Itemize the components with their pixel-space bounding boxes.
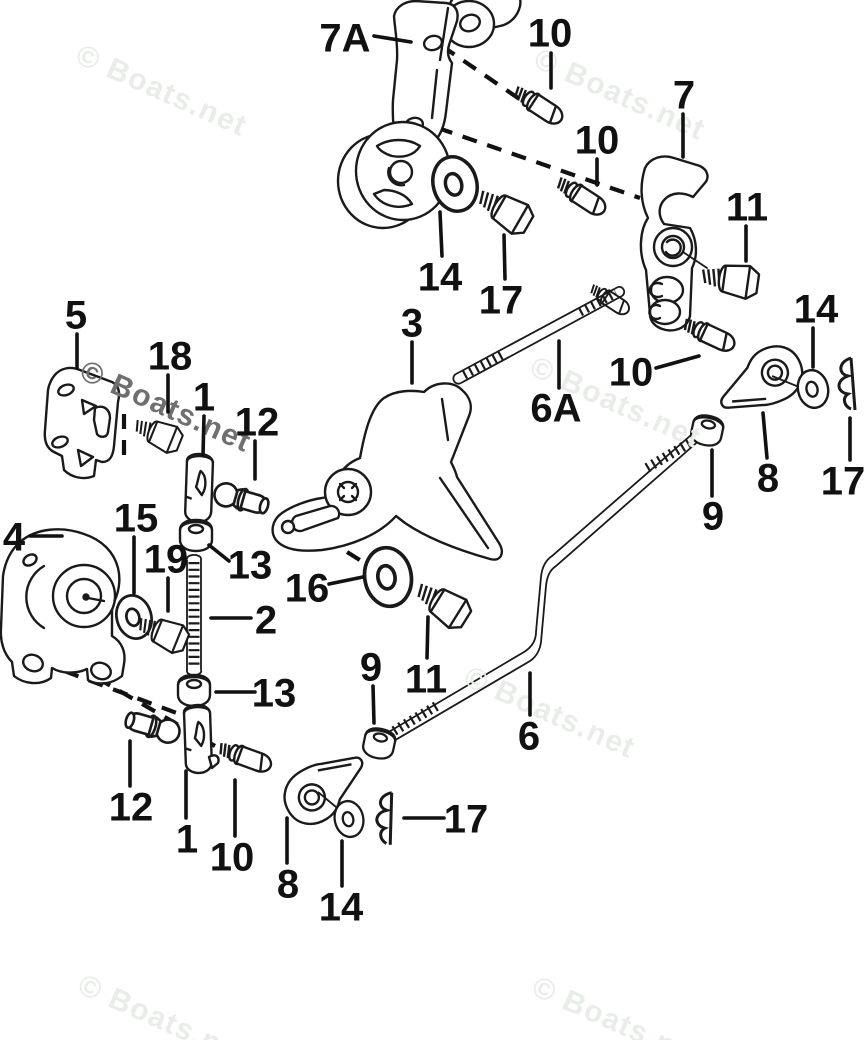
connector-1-top: [183, 452, 215, 524]
washer-16: [358, 542, 418, 612]
rod-2: [185, 553, 203, 677]
watermark-text: © Boats.net: [71, 38, 252, 143]
part-label-8: 8: [277, 862, 299, 906]
watermark-text: © Boats.net: [459, 660, 640, 765]
rod-6a: [452, 285, 626, 385]
part-4-bracket: [0, 528, 126, 685]
part-label-7A: 7A: [319, 16, 370, 60]
part-label-1: 1: [193, 375, 215, 419]
leader-line-14: [438, 210, 444, 258]
leader-line-16: [327, 575, 365, 586]
leader-line-13: [207, 543, 231, 563]
part-7-lever: [639, 155, 709, 332]
rod-6: [369, 428, 703, 753]
part-label-13: 13: [252, 671, 297, 715]
part-label-16: 16: [285, 566, 330, 610]
leader-line-8: [761, 411, 769, 460]
part-label-14: 14: [794, 287, 839, 331]
pin-10-d: [215, 737, 276, 777]
part-label-12: 12: [109, 785, 154, 829]
part-label-9: 9: [702, 494, 724, 538]
part-3-lever: [271, 382, 503, 561]
part-label-13: 13: [228, 543, 273, 587]
part-label-17: 17: [444, 797, 489, 841]
watermark-text: © Boats.net: [73, 968, 254, 1040]
pin-10-a: [509, 81, 568, 130]
part-label-12: 12: [235, 400, 280, 444]
bolt-17-top: [470, 180, 538, 240]
part-label-17: 17: [479, 278, 524, 322]
part-label-6: 6: [518, 714, 540, 758]
part-label-10: 10: [609, 350, 654, 394]
part-7a-linkage: [336, 0, 522, 230]
part-label-19: 19: [144, 537, 189, 581]
part-label-8: 8: [757, 456, 779, 500]
washer-15: [110, 590, 158, 644]
part-label-15: 15: [114, 496, 159, 540]
part-label-18: 18: [148, 334, 193, 378]
bolt-11-right: [698, 258, 762, 302]
ball-pin-12-top: [210, 479, 273, 520]
connector-tab: [207, 754, 220, 770]
part-label-14: 14: [418, 255, 463, 299]
cotter-pin-17-right: [837, 356, 857, 412]
nut-13-lower: [176, 673, 212, 708]
watermark-text: © Boats.net: [527, 970, 708, 1040]
leader-line-7A: [372, 34, 413, 44]
part-label-6A: 6A: [530, 386, 581, 430]
leader-line-9: [371, 684, 376, 725]
part-label-17: 17: [821, 459, 864, 503]
leader-line-10: [654, 354, 701, 370]
connector-1-bottom: [182, 703, 214, 775]
part-5-bracket: [43, 366, 121, 480]
part-label-1: 1: [176, 817, 198, 861]
part-label-14: 14: [319, 885, 364, 929]
part-label-11: 11: [726, 185, 768, 229]
part-label-7: 7: [673, 73, 695, 117]
part-label-10: 10: [575, 118, 620, 162]
part-label-5: 5: [65, 293, 87, 337]
part-label-11: 11: [405, 657, 447, 701]
leader-line-1: [201, 414, 206, 457]
part-label-2: 2: [255, 598, 277, 642]
leader-line-11: [425, 615, 430, 660]
part-label-4: 4: [3, 515, 26, 559]
part-label-10: 10: [210, 835, 255, 879]
pin-10-b: [552, 172, 611, 221]
leader-line-17: [502, 233, 507, 281]
part-label-10: 10: [528, 11, 573, 55]
part-label-9: 9: [360, 645, 382, 689]
part-label-3: 3: [401, 301, 423, 345]
cotter-pin-17-bottom: [372, 789, 398, 847]
bolt-11-bottom: [408, 574, 477, 635]
